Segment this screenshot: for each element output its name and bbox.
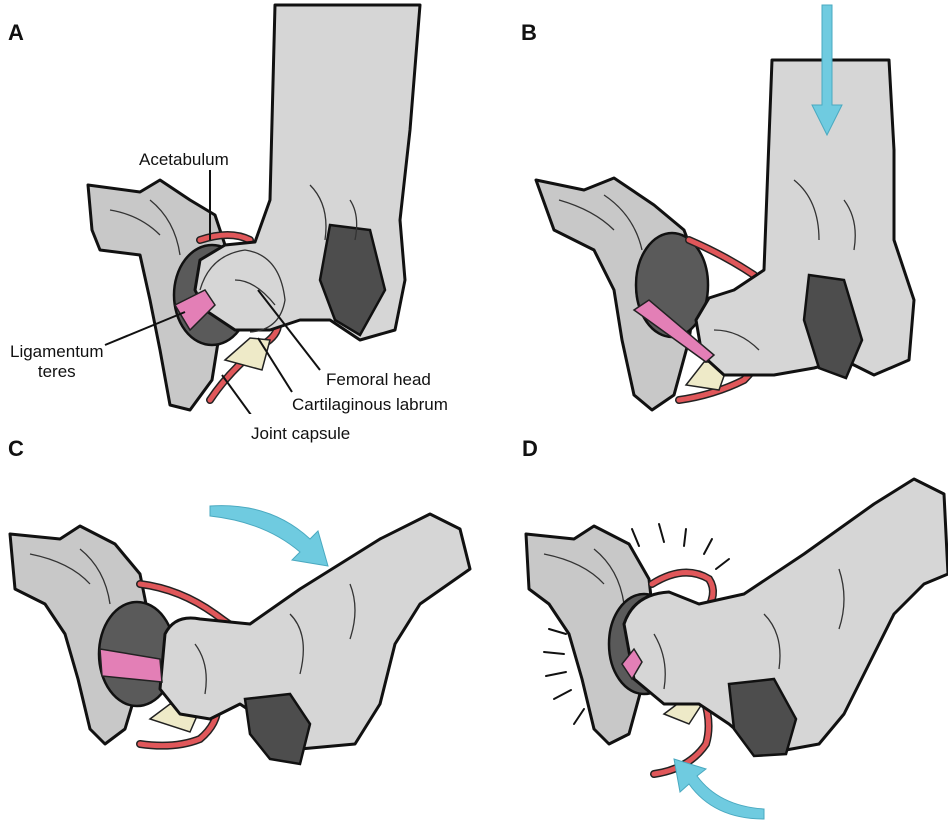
panel-d: D [474,414,948,828]
femur [195,5,420,340]
curved-arrow-icon [210,506,328,566]
hip-joint-flexion-illustration [0,414,474,828]
ligamentum-teres-label-line1: Ligamentum [10,342,104,362]
femur [696,60,914,375]
panel-b: B [474,0,948,414]
panel-c: C [0,414,474,828]
joint-capsule-upper [200,235,250,240]
hip-joint-dislocation-illustration [474,414,948,828]
cartilaginous-labrum-label: Cartilaginous labrum [292,395,448,414]
labrum [225,338,270,370]
panel-a: A Acetabulum Ligamentum teres Femoral he… [0,0,474,414]
femoral-head-label: Femoral head [326,370,431,390]
hip-joint-axial-load-illustration [474,0,948,414]
acetabulum-label: Acetabulum [139,150,229,170]
curved-arrow-icon [674,759,764,819]
panel-label: C [8,436,24,462]
panel-label: A [8,20,24,46]
panel-label: B [521,20,537,46]
ligamentum-teres-label: Ligamentum teres [10,342,104,382]
ligamentum-teres-label-line2: teres [10,362,104,382]
panel-label: D [522,436,538,462]
